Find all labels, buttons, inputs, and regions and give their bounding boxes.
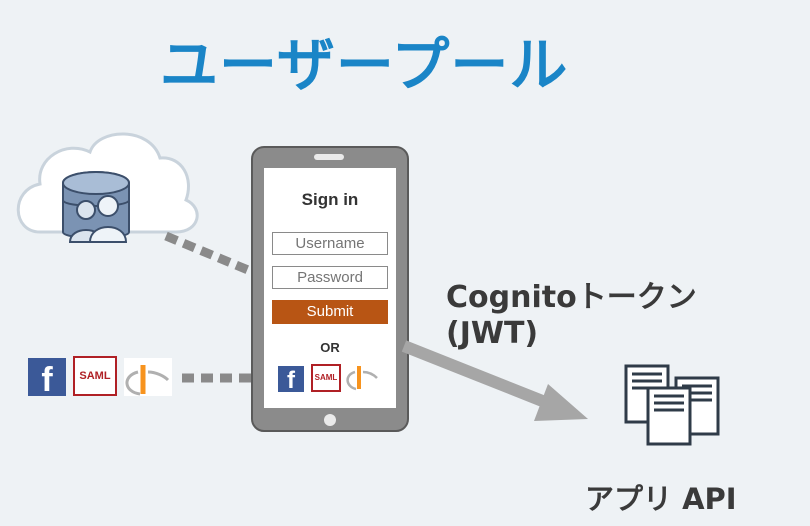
or-divider: OR (320, 340, 340, 355)
token-label-line2: (JWT) (446, 316, 539, 351)
saml-icon[interactable]: SAML (73, 356, 117, 396)
submit-button[interactable]: Submit (272, 300, 388, 324)
openid-icon-large (124, 358, 172, 396)
login-screen: Sign in Submit OR f SAML (265, 170, 395, 408)
page-title: ユーザープール (160, 31, 569, 99)
openid-icon-small (346, 366, 378, 391)
sign-in-heading: Sign in (301, 190, 359, 209)
facebook-icon[interactable]: f (28, 358, 66, 399)
password-input[interactable] (272, 266, 388, 289)
facebook-button[interactable]: f (278, 366, 304, 394)
username-input[interactable] (272, 232, 388, 255)
token-label-line1: Cognitoトークン (446, 280, 697, 315)
server-stack-icon (624, 364, 720, 446)
saml-button[interactable]: SAML (311, 364, 341, 392)
token-arrow (401, 340, 588, 421)
cloud-user-directory-icon (16, 132, 199, 243)
token-label: Cognitoトークン (JWT) (446, 280, 697, 352)
api-label: アプリ API (585, 482, 737, 516)
directory-connector (164, 231, 250, 275)
